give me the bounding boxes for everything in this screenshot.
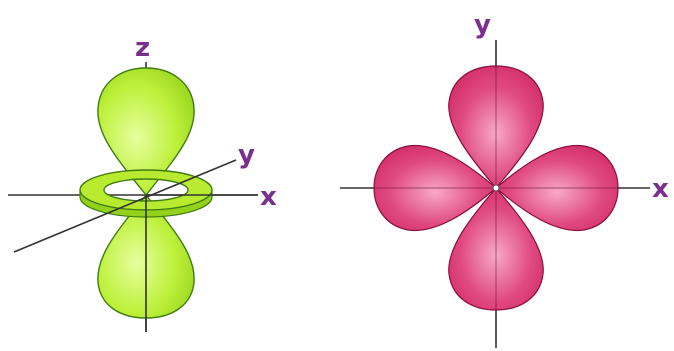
dz2-orbital: z y x <box>8 33 277 332</box>
dz2-y-axis <box>13 159 237 253</box>
dxy-orbital: y x <box>340 10 669 348</box>
dxy-y-axis-label: y <box>474 10 491 40</box>
dz2-upper-lobe <box>97 67 195 197</box>
dz2-x-axis-label: x <box>260 182 277 212</box>
dxy-x-axis-label: x <box>652 174 669 204</box>
dz2-z-axis-label: z <box>135 33 150 63</box>
dz2-y-axis-label: y <box>238 140 255 170</box>
dxy-nucleus <box>492 184 500 192</box>
